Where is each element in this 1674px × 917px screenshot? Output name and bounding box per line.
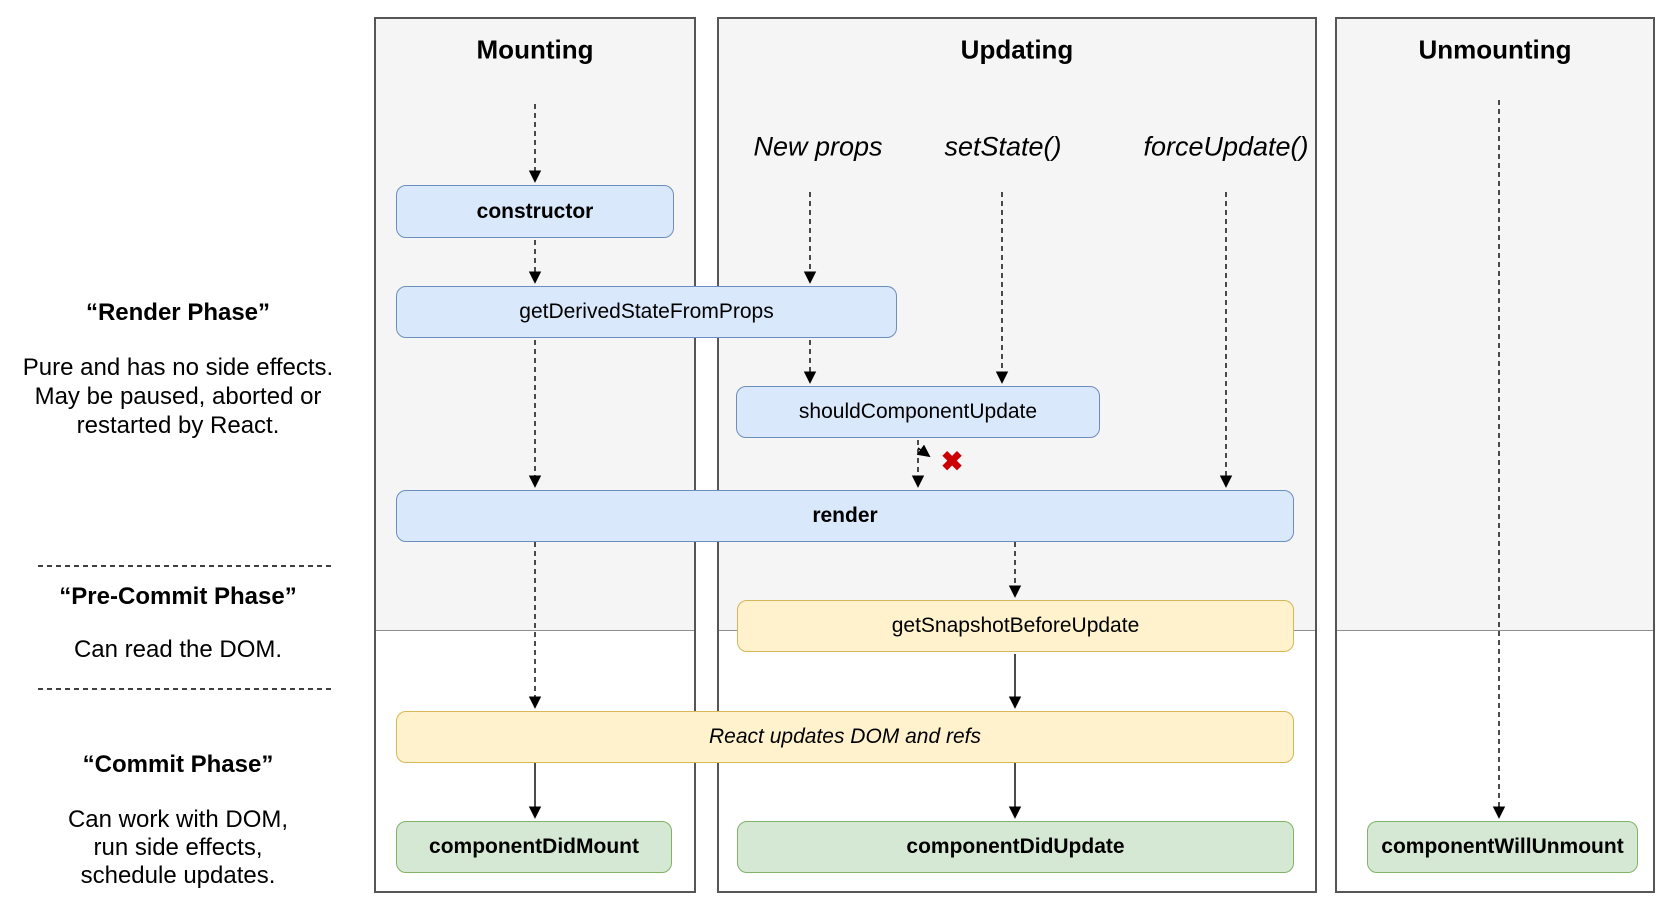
trigger-new-props: New props <box>753 131 883 162</box>
node-render: render <box>396 490 1294 542</box>
render-phase-desc-line2: May be paused, aborted or <box>34 383 322 410</box>
node-getsnapshotbeforeupdate: getSnapshotBeforeUpdate <box>737 600 1294 652</box>
commit-phase-desc-line1: Can work with DOM, <box>67 806 289 833</box>
node-constructor: constructor <box>396 185 674 238</box>
column-title-mounting: Mounting <box>476 34 594 65</box>
node-shouldcomponentupdate: shouldComponentUpdate <box>736 386 1100 438</box>
column-title-updating: Updating <box>960 34 1074 65</box>
render-phase-title: “Render Phase” <box>85 299 271 326</box>
node-componentdidupdate: componentDidUpdate <box>737 821 1294 873</box>
commit-phase-desc-line3: schedule updates. <box>80 862 276 889</box>
pre-commit-phase-title: “Pre-Commit Phase” <box>59 583 297 610</box>
pre-commit-phase-desc-line1: Can read the DOM. <box>73 636 283 663</box>
skip-update-x-icon: ✖ <box>940 446 964 477</box>
unmounting-render-phase-region <box>1337 19 1653 631</box>
node-react-updates-dom: React updates DOM and refs <box>396 711 1294 763</box>
trigger-setstate: setState() <box>944 131 1062 162</box>
commit-phase-title: “Commit Phase” <box>82 751 274 778</box>
commit-phase-desc-line2: run side effects, <box>93 834 263 861</box>
panel-unmounting <box>1335 17 1655 893</box>
node-getderivedstatefromprops: getDerivedStateFromProps <box>396 286 897 338</box>
trigger-forceupdate: forceUpdate() <box>1143 131 1309 162</box>
node-componentdidmount: componentDidMount <box>396 821 672 873</box>
render-phase-desc-line1: Pure and has no side effects. <box>22 354 334 381</box>
node-componentwillunmount: componentWillUnmount <box>1367 821 1638 873</box>
render-phase-desc-line3: restarted by React. <box>76 412 280 439</box>
column-title-unmounting: Unmounting <box>1418 34 1572 65</box>
